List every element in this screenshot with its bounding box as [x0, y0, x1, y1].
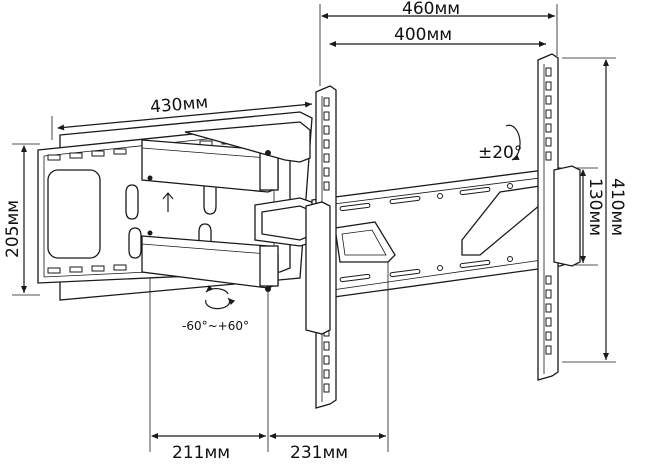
wall-plate-width-label: 430мм: [149, 93, 209, 118]
dim-mount-height: [575, 167, 598, 266]
tv-bracket: [305, 53, 581, 409]
tilt-label: ±20°: [478, 143, 522, 163]
overall-width-label: 460мм: [402, 0, 460, 19]
mount-height-label: 130мм: [585, 178, 605, 236]
vesa-width-label: 400мм: [394, 25, 452, 45]
dim-arm-depth: [149, 262, 389, 452]
swivel-arrow-icon: [205, 284, 236, 310]
right-rail-holes: [545, 67, 552, 355]
swivel-label: -60°~+60°: [182, 319, 249, 333]
dim-wall-plate-width: [51, 101, 313, 140]
wall-plate-height-label: 205мм: [3, 200, 23, 258]
arm-depth-max-label: 231мм: [290, 443, 348, 463]
dim-overall-width: [319, 4, 558, 86]
arm-depth-min-label: 211мм: [172, 443, 230, 463]
rail-slots: [339, 183, 513, 283]
tilt-arrow-icon: [505, 124, 521, 161]
swing-arms: [141, 121, 321, 292]
up-arrow-icon: [162, 192, 174, 212]
dim-wall-plate-height: [12, 143, 40, 296]
dim-vesa-height: [562, 57, 616, 363]
wall-plate-slots: [47, 136, 257, 274]
vesa-height-label: 410мм: [607, 178, 627, 236]
